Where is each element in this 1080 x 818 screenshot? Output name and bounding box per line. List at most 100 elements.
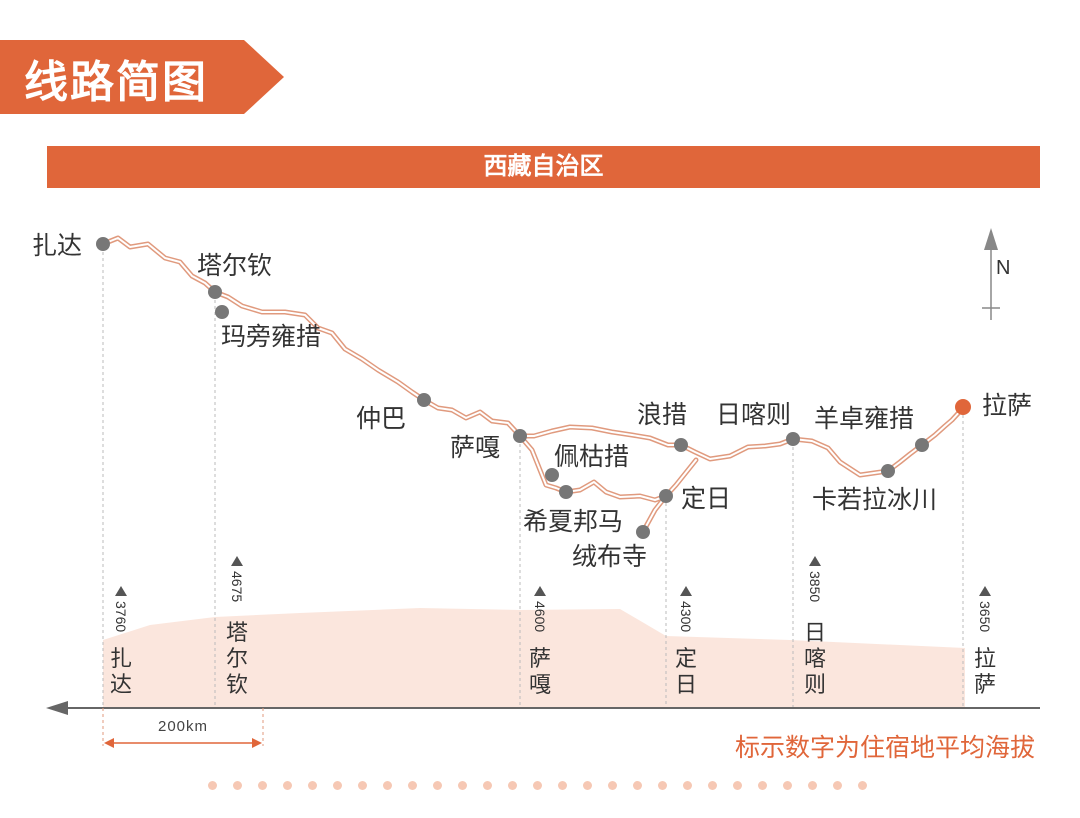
title-banner: 线路简图: [0, 40, 284, 114]
decorative-dot: [808, 781, 817, 790]
scale-arrow-left-icon: [104, 738, 114, 748]
decorative-dot: [708, 781, 717, 790]
region-bar: 西藏自治区: [47, 146, 1040, 188]
elevation-marker: 4600: [532, 586, 548, 632]
stop-marker-zhongba: [417, 393, 431, 407]
stop-label: 浪措: [637, 401, 687, 429]
decorative-dot: [533, 781, 542, 790]
destination-marker-lhasa: [955, 399, 971, 415]
elevation-place-column: 拉萨: [974, 646, 997, 697]
elevation-value: 4300: [678, 601, 694, 632]
stop-marker-langcuo: [674, 438, 688, 452]
elevation-value: 4600: [532, 601, 548, 632]
decorative-dot: [308, 781, 317, 790]
stop-marker-saga: [513, 429, 527, 443]
elevation-value: 3760: [113, 601, 129, 632]
elevation-place-column: 萨嘎: [529, 646, 552, 697]
stop-marker-zhada: [96, 237, 110, 251]
decorative-dot: [458, 781, 467, 790]
decorative-dot: [733, 781, 742, 790]
decorative-dot: [383, 781, 392, 790]
stop-label: 羊卓雍措: [814, 405, 914, 433]
page-title: 线路简图: [24, 57, 208, 108]
elevation-profile: [103, 608, 965, 708]
stop-marker-yangzhuoyongcuo: [915, 438, 929, 452]
stop-label: 佩枯措: [554, 443, 629, 471]
decorative-dot: [208, 781, 217, 790]
stop-label: 玛旁雍措: [221, 323, 321, 351]
decorative-dot: [583, 781, 592, 790]
elevation-place-column: 塔尔钦: [226, 620, 249, 697]
elevation-place-column: 日喀则: [804, 620, 827, 697]
elevation-marker: 4675: [229, 556, 245, 602]
decorative-dot: [758, 781, 767, 790]
decorative-dot: [483, 781, 492, 790]
decorative-dot: [783, 781, 792, 790]
decorative-dot: [358, 781, 367, 790]
elevation-marker: 3850: [807, 556, 823, 602]
stop-labels: 扎达 塔尔钦 玛旁雍措 仲巴 萨嘎 佩枯措 希夏邦马 绒布寺 定日 浪措 日喀则…: [32, 232, 1032, 571]
elevation-place-column: 扎达: [110, 646, 133, 697]
decorative-dot: [683, 781, 692, 790]
elevation-marker: 3760: [113, 586, 129, 632]
elevation-triangle: [231, 556, 243, 566]
decorative-dot: [408, 781, 417, 790]
decorative-dot: [833, 781, 842, 790]
stop-marker-xixiabangma: [559, 485, 573, 499]
stop-label: 定日: [681, 485, 731, 513]
elevation-marker: 3650: [977, 586, 993, 632]
elevation-triangle: [534, 586, 546, 596]
decorative-dots: [208, 781, 888, 791]
compass: N: [982, 228, 1010, 320]
stop-label: 扎达: [32, 232, 82, 260]
stop-marker-dingri: [659, 489, 673, 503]
stop-marker-mapangyongcuo: [215, 305, 229, 319]
decorative-dot: [658, 781, 667, 790]
stop-marker-rikaze: [786, 432, 800, 446]
stop-marker-taerqin: [208, 285, 222, 299]
elevation-triangle: [809, 556, 821, 566]
north-arrow-icon: [984, 228, 998, 250]
stop-markers: [96, 237, 971, 539]
stop-marker-rongbusi: [636, 525, 650, 539]
decorative-dot: [608, 781, 617, 790]
decorative-dot: [858, 781, 867, 790]
elevation-note: 标示数字为住宿地平均海拔: [734, 734, 1035, 762]
elevation-triangle: [979, 586, 991, 596]
decorative-dot: [258, 781, 267, 790]
stop-label: 卡若拉冰川: [812, 486, 937, 514]
elevation-marker: 4300: [678, 586, 694, 632]
elevation-place-column: 定日: [675, 646, 698, 697]
stop-marker-karuola: [881, 464, 895, 478]
decorative-dot: [433, 781, 442, 790]
decorative-dot: [633, 781, 642, 790]
scale-label: 200km: [157, 718, 209, 735]
elevation-value: 3650: [977, 601, 993, 632]
stop-label: 仲巴: [356, 405, 406, 433]
elevation-triangle: [115, 586, 127, 596]
scale-bar: [102, 708, 264, 748]
compass-label: N: [996, 257, 1010, 279]
decorative-dot: [558, 781, 567, 790]
decorative-dot: [283, 781, 292, 790]
axis-arrow-icon: [46, 701, 68, 715]
stop-marker-peikucuo: [545, 468, 559, 482]
scale-arrow-right-icon: [252, 738, 262, 748]
stop-label: 拉萨: [982, 392, 1032, 420]
elevation-value: 4675: [229, 571, 245, 602]
elevation-markers: 3760 4675 4600 4300 3850 3650: [113, 556, 993, 632]
decorative-dot: [233, 781, 242, 790]
title-banner-shape: [0, 40, 284, 114]
stop-label: 绒布寺: [572, 543, 647, 571]
route-loop-inner: [519, 435, 697, 501]
decorative-dot: [333, 781, 342, 790]
stop-label: 希夏邦马: [523, 508, 623, 536]
elevation-triangle: [680, 586, 692, 596]
stop-label: 萨嘎: [450, 434, 500, 462]
stop-label: 塔尔钦: [197, 252, 272, 280]
region-title: 西藏自治区: [483, 153, 604, 180]
decorative-dot: [508, 781, 517, 790]
elevation-value: 3850: [807, 571, 823, 602]
drop-lines: [102, 252, 964, 708]
